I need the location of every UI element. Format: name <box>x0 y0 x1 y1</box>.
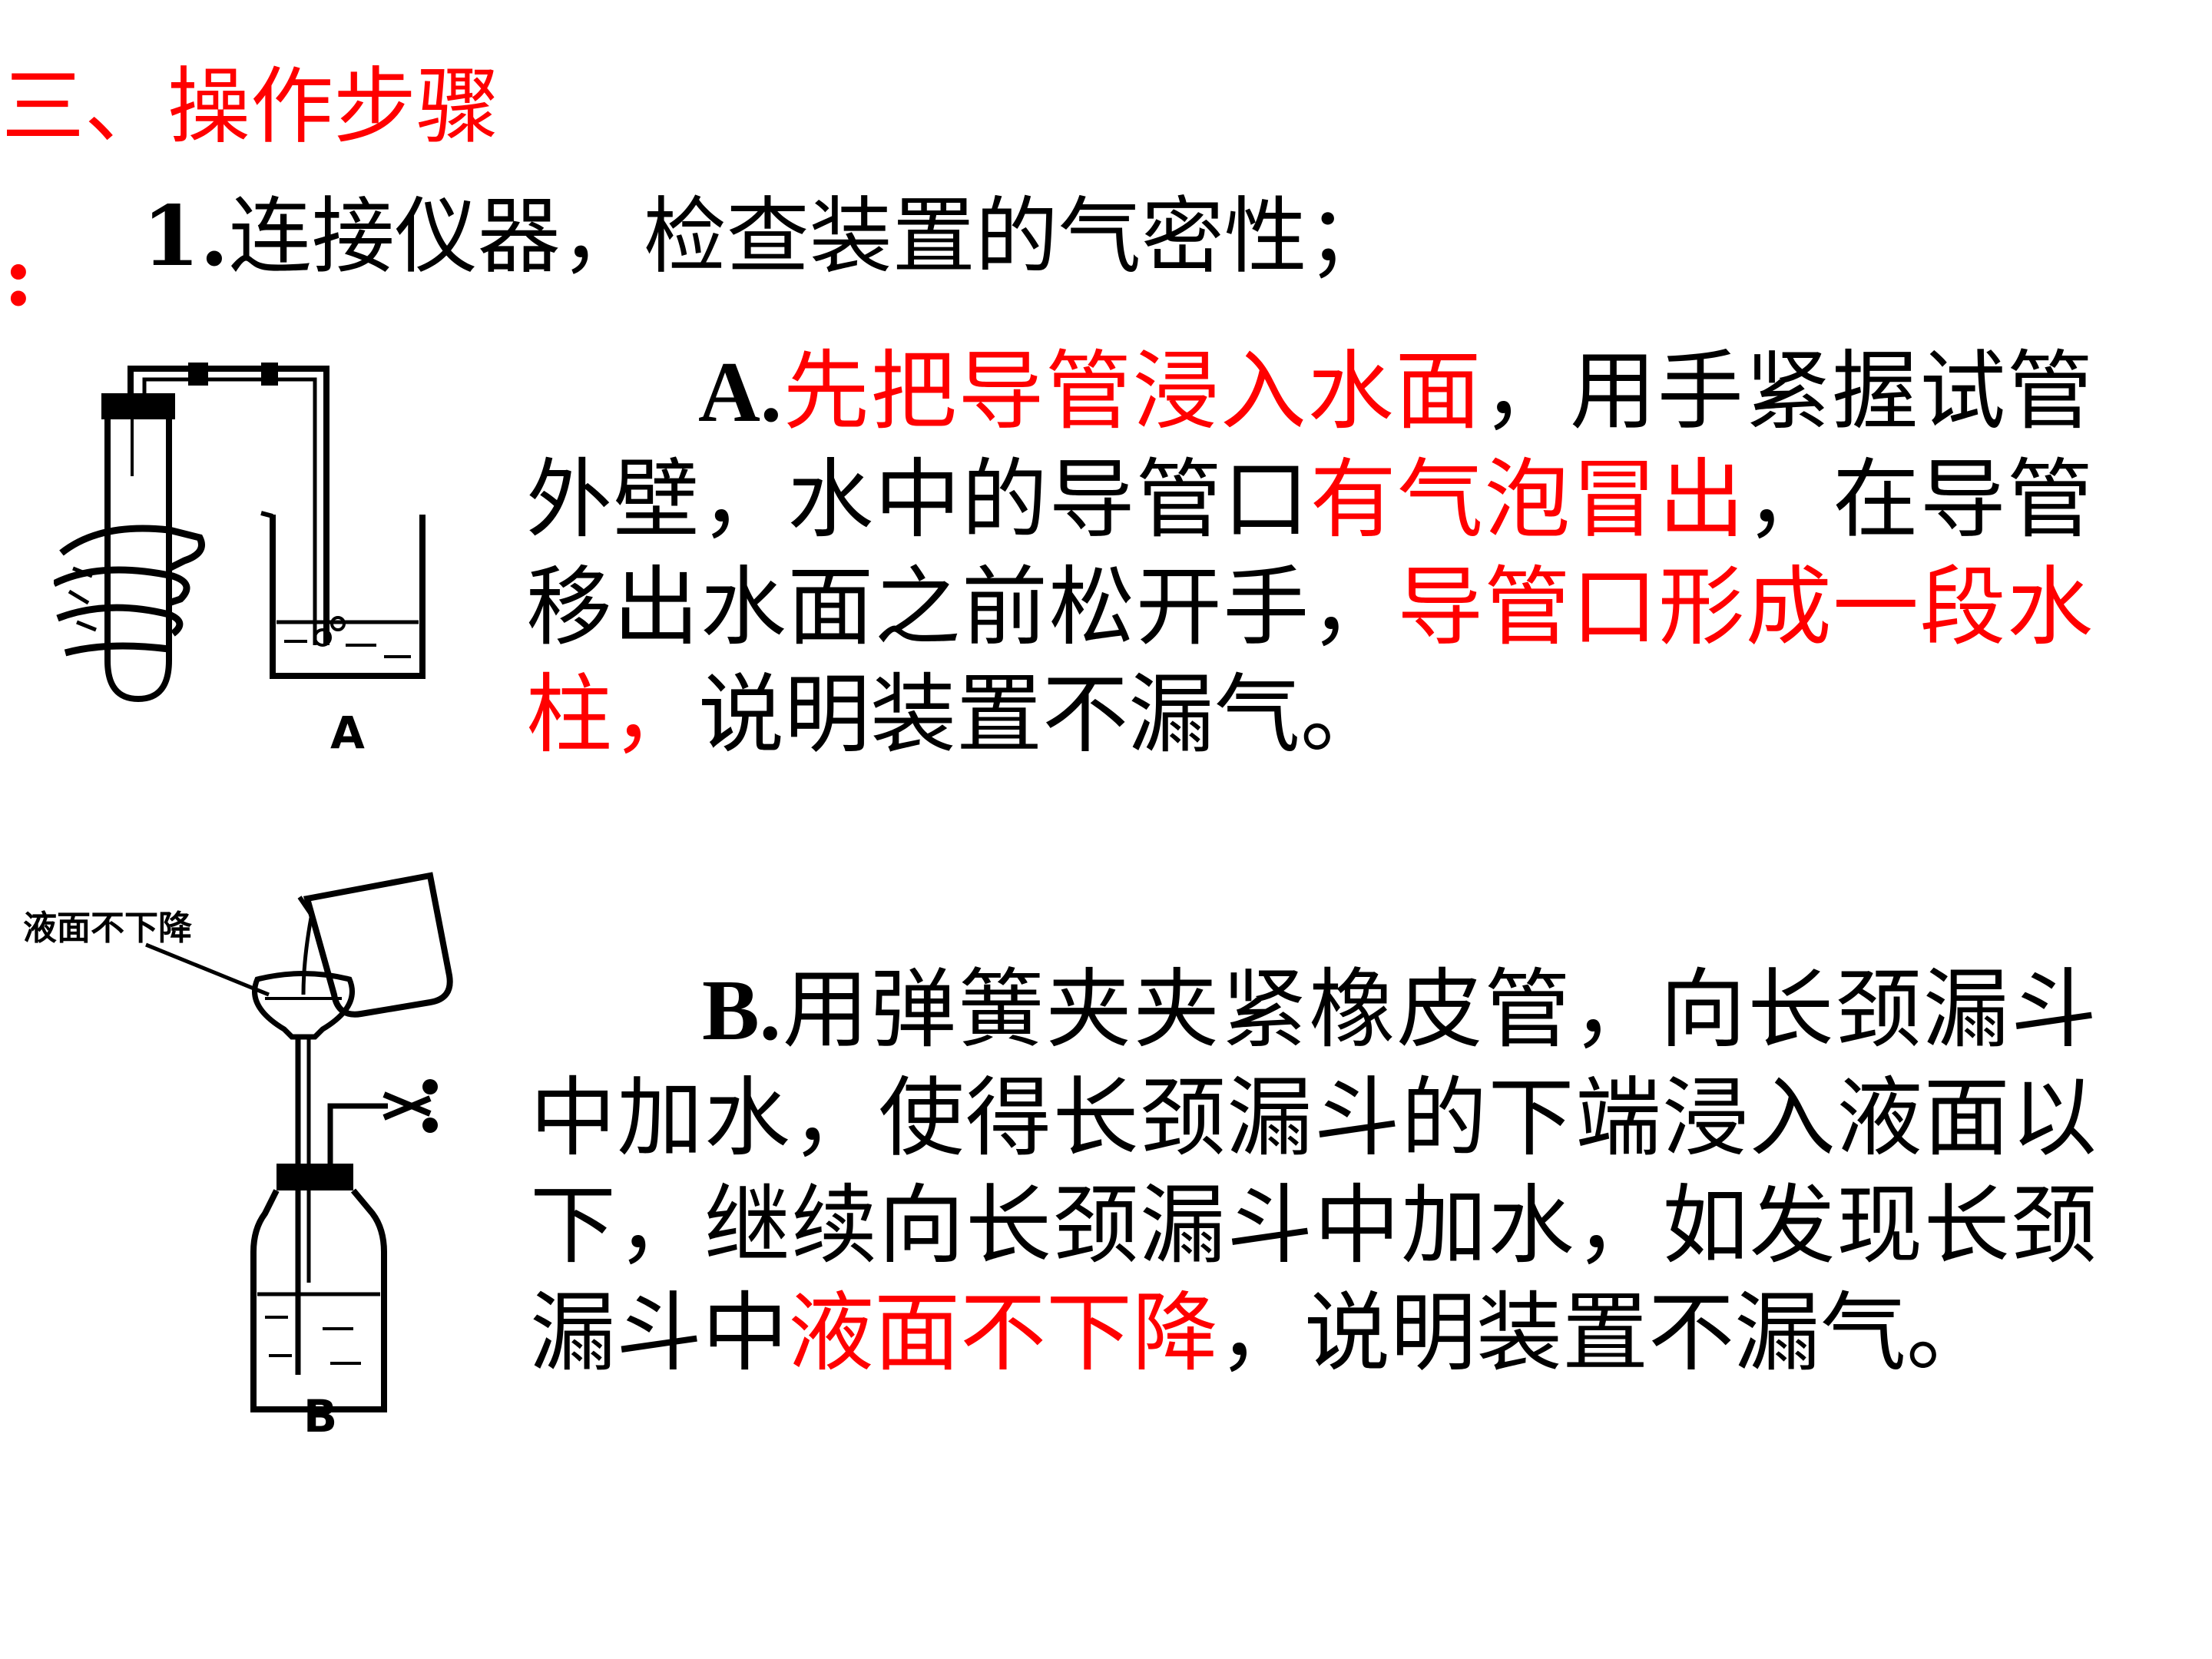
paragraph-b-text-3: ，说明装置不漏气。 <box>1218 1283 1992 1383</box>
paragraph-b-text-1: 用弹簧夹夹紧橡皮管，向长颈漏斗中加水，使得长颈漏斗的下端浸入液面以下，继续向长颈… <box>530 960 2097 1383</box>
paragraph-a-text-4: ，在导管移出水面之前松开手， <box>526 450 2094 657</box>
paragraph-a-letter: A. <box>698 345 782 440</box>
step-1: 1.连接仪器，检查装置的气密性； <box>142 183 1390 291</box>
colon-mark: : <box>3 228 34 325</box>
figure-b-drawing <box>145 872 453 1412</box>
paragraph-a-highlight-1: 先把导管浸入水面 <box>781 342 1483 442</box>
paragraph-a: A.先把导管浸入水面，用手紧握试管外壁，水中的导管口有气泡冒出，在导管移出水面之… <box>526 338 2093 769</box>
paragraph-b-letter: B. <box>702 963 781 1058</box>
paragraph-a-text-6: 说明装置不漏气。 <box>698 665 1386 765</box>
figure-b: 液面不下降 B <box>0 853 476 1452</box>
section-heading: 三、操作步骤 <box>2 59 500 155</box>
figure-a: A <box>51 338 453 768</box>
figure-b-caption: 液面不下降 <box>23 909 192 948</box>
step-1-number: 1. <box>142 188 229 285</box>
paragraph-a-highlight-3: 有气泡冒出 <box>1310 450 1746 550</box>
step-1-text: 连接仪器，检查装置的气密性； <box>228 189 1390 285</box>
figure-b-label: B <box>303 1390 338 1442</box>
paragraph-a-highlight-5: 导管口形成一段水柱， <box>526 558 2094 765</box>
figure-a-label: A <box>330 707 365 759</box>
figure-a-drawing <box>51 363 426 703</box>
paragraph-a-text-2: ，用手紧握试管外壁，水中的导管口 <box>526 342 2093 550</box>
paragraph-b-highlight-2: 液面不下降 <box>788 1283 1218 1383</box>
paragraph-b: B.用弹簧夹夹紧橡皮管，向长颈漏斗中加水，使得长颈漏斗的下端浸入液面以下，继续向… <box>530 956 2097 1387</box>
